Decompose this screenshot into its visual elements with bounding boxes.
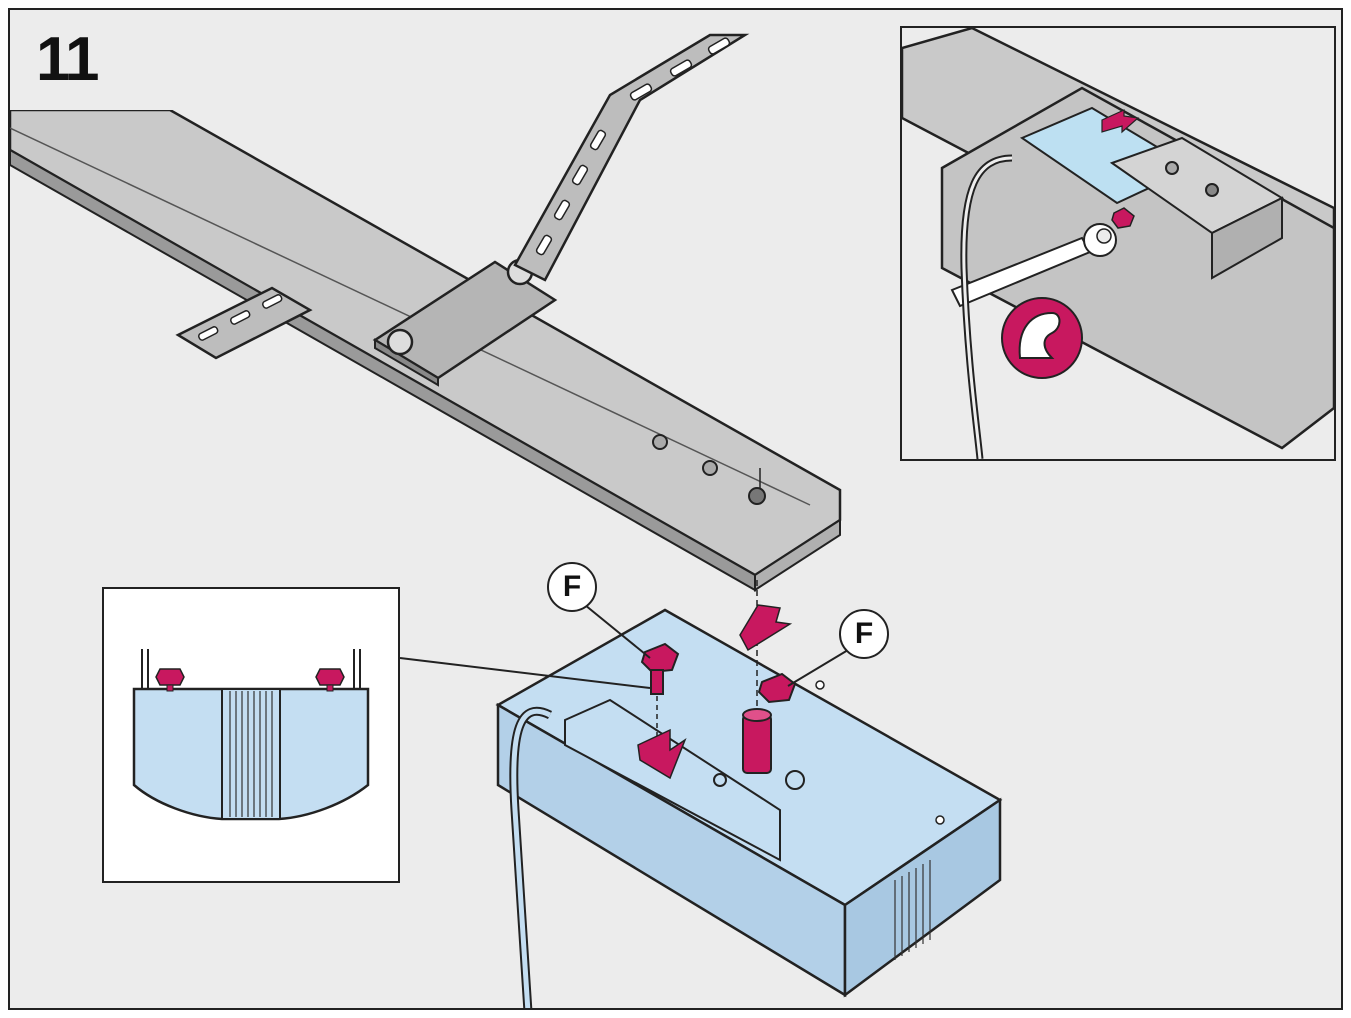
callout-leader-left	[584, 604, 651, 659]
detail-inset-side-view	[102, 587, 400, 883]
mounting-bracket	[372, 258, 558, 387]
inset-leader	[399, 657, 651, 689]
arrow-up-icon	[739, 604, 793, 652]
arrow-down-icon	[637, 728, 687, 780]
wrench-icon	[950, 223, 1117, 308]
flexed-arm-icon	[1001, 297, 1083, 379]
detail-inset-tightening	[900, 26, 1336, 461]
perforated-strap-lower	[175, 286, 313, 360]
illustration-frame: 11	[8, 8, 1343, 1010]
assembly-illustration	[10, 33, 1003, 1008]
perforated-strap-upper	[513, 33, 750, 282]
callout-leader-right	[787, 649, 849, 687]
tightening-detail	[902, 28, 1334, 459]
screw-left	[640, 642, 680, 770]
arrow-push-icon	[1101, 109, 1140, 134]
callout-label-left: F	[547, 562, 597, 612]
callout-label-right: F	[839, 609, 889, 659]
side-view-detail	[104, 589, 398, 881]
motor-unit	[495, 608, 1003, 1008]
screw-left-detail	[155, 668, 185, 692]
screw-right	[757, 672, 797, 704]
step-badge: 11	[10, 10, 180, 110]
step-number: 11	[36, 25, 100, 94]
screw-right-detail	[315, 668, 345, 692]
